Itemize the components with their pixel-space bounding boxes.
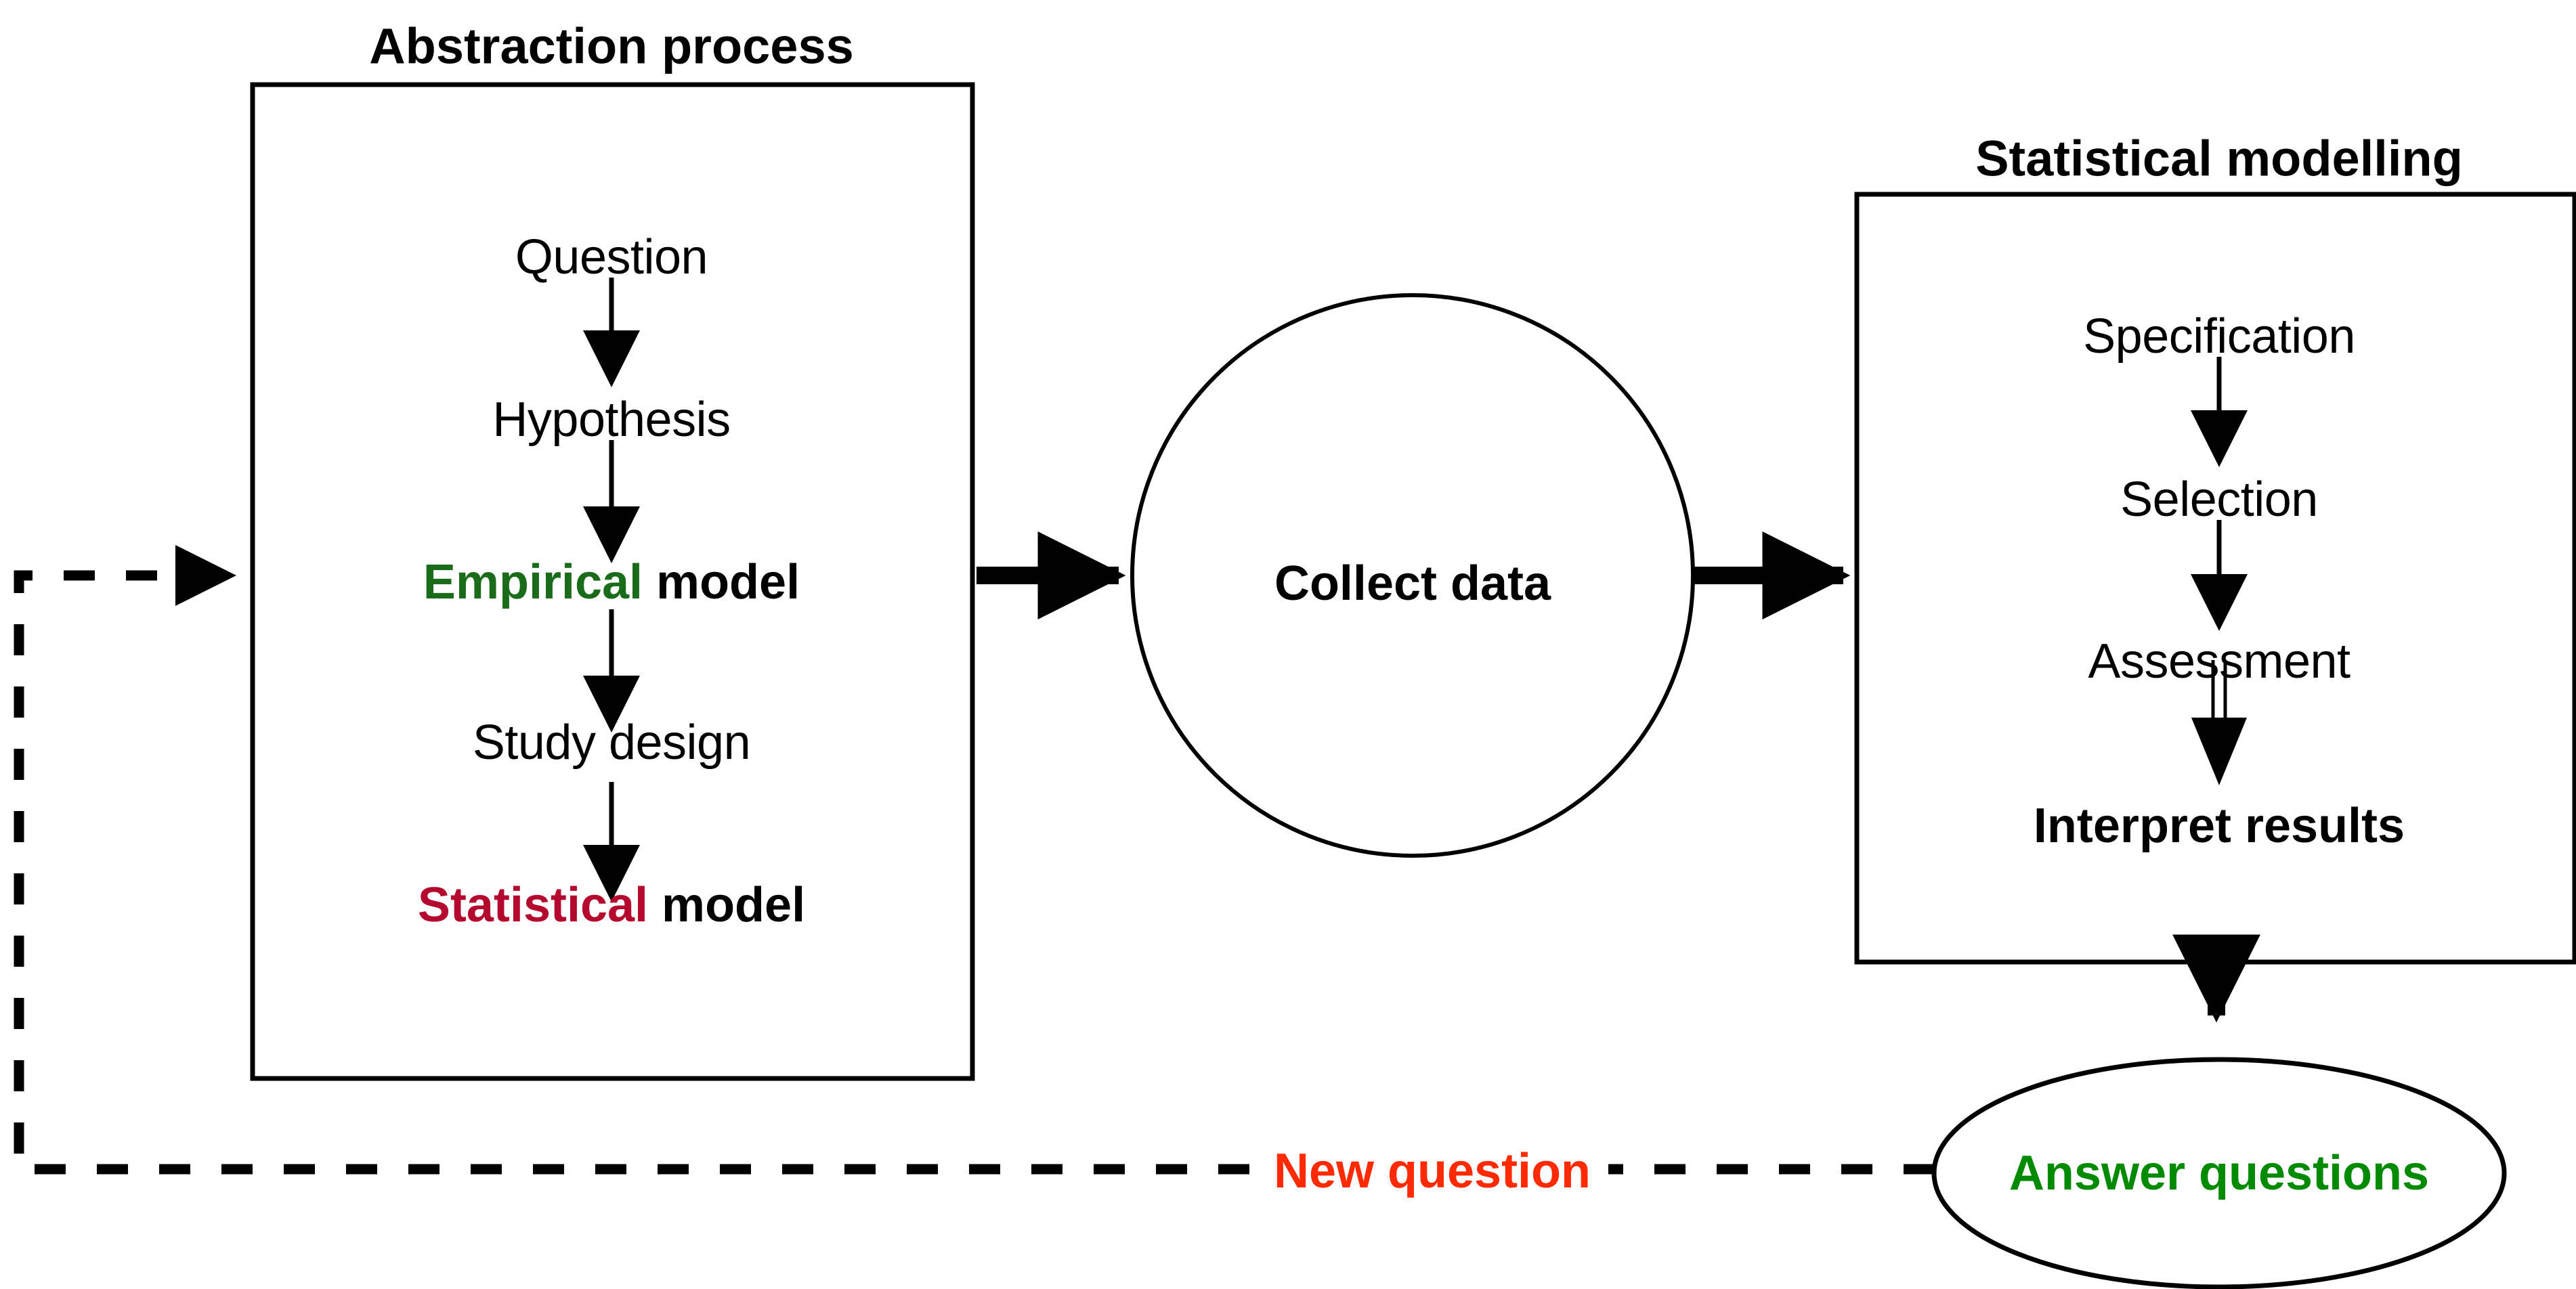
step-interpret-results: Interpret results xyxy=(2033,799,2405,853)
new-question-label: New question xyxy=(1255,1143,1609,1199)
abstraction-process-box xyxy=(250,82,975,1081)
step-study-design: Study design xyxy=(472,716,751,770)
feedback-loop-dashed-path xyxy=(14,545,1935,1175)
step-question: Question xyxy=(515,230,708,284)
step-specification: Specification xyxy=(2083,309,2355,364)
step-statistical-model: Statistical model xyxy=(418,877,805,933)
step-selection: Selection xyxy=(2120,473,2318,527)
answer-questions-label: Answer questions xyxy=(2009,1146,2430,1200)
abstraction-process-title: Abstraction process xyxy=(369,18,854,74)
collect-data-label: Collect data xyxy=(1274,556,1551,611)
statistical-accent-text: Statistical xyxy=(417,878,649,932)
empirical-accent-text: Empirical xyxy=(423,555,643,609)
step-empirical-model: Empirical model xyxy=(423,554,800,610)
empirical-rest-text: model xyxy=(643,555,800,609)
step-assessment: Assessment xyxy=(2088,634,2350,689)
statistical-modelling-title: Statistical modelling xyxy=(1975,130,2463,187)
arrow-assessment-to-interpret xyxy=(2191,660,2247,785)
step-hypothesis: Hypothesis xyxy=(492,393,731,447)
statistical-rest-text: model xyxy=(648,878,806,932)
